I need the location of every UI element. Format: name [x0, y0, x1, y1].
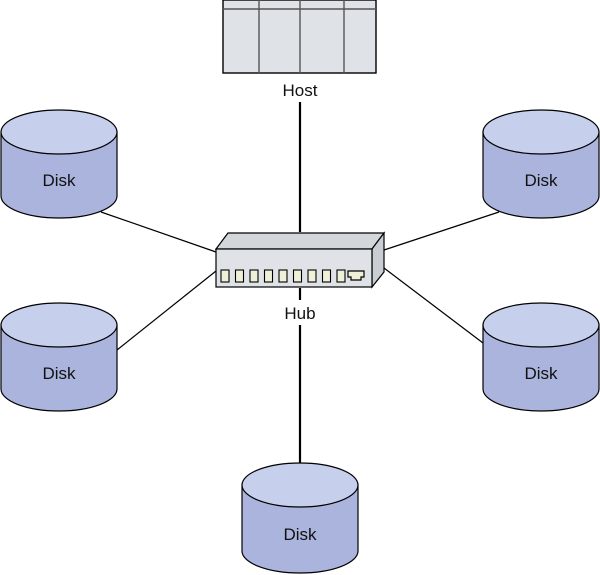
disk-top [0, 302, 118, 348]
hub-port [292, 269, 303, 283]
hub-uplink-port [347, 270, 365, 281]
disk-label: Disk [42, 364, 76, 383]
hub-port [321, 269, 332, 283]
disk-body [0, 131, 118, 219]
hub-port [234, 269, 245, 283]
connector-disk-top-right-hub [383, 211, 500, 251]
hub-port [220, 269, 230, 283]
connector-disk-mid-left-hub [116, 270, 217, 351]
hub-port [263, 269, 274, 283]
disk-label: Disk [524, 171, 558, 190]
disk-top [0, 109, 118, 155]
connector-disk-mid-right-hub [383, 267, 484, 344]
disk-top [241, 462, 359, 508]
disk-top-right[interactable]: Disk [482, 109, 600, 219]
connections [100, 102, 500, 464]
hub-port [336, 269, 346, 283]
hub-port [278, 269, 288, 283]
hub-port [307, 269, 317, 283]
disk-top [482, 302, 600, 348]
disk-top-left[interactable]: Disk [0, 109, 118, 219]
disk-body [482, 324, 600, 412]
hub-ports [220, 269, 346, 283]
disk-body [241, 484, 359, 574]
disk-top [482, 109, 600, 155]
hub-port [249, 269, 259, 283]
disk-label: Disk [524, 364, 558, 383]
disk-label: Disk [283, 525, 317, 544]
disk-mid-right[interactable]: Disk [482, 302, 600, 412]
disk-label: Disk [42, 171, 76, 190]
connector-disk-top-left-hub [100, 211, 217, 253]
host-node[interactable]: Host [222, 0, 377, 100]
disk-mid-left[interactable]: Disk [0, 302, 118, 412]
hub-top-face [214, 232, 386, 250]
disk-body [482, 131, 600, 219]
disk-bottom[interactable]: Disk [241, 462, 359, 574]
host-label: Host [283, 81, 318, 100]
disk-body [0, 324, 118, 412]
hub-node[interactable]: Hub [214, 231, 386, 323]
hub-label: Hub [284, 304, 315, 323]
